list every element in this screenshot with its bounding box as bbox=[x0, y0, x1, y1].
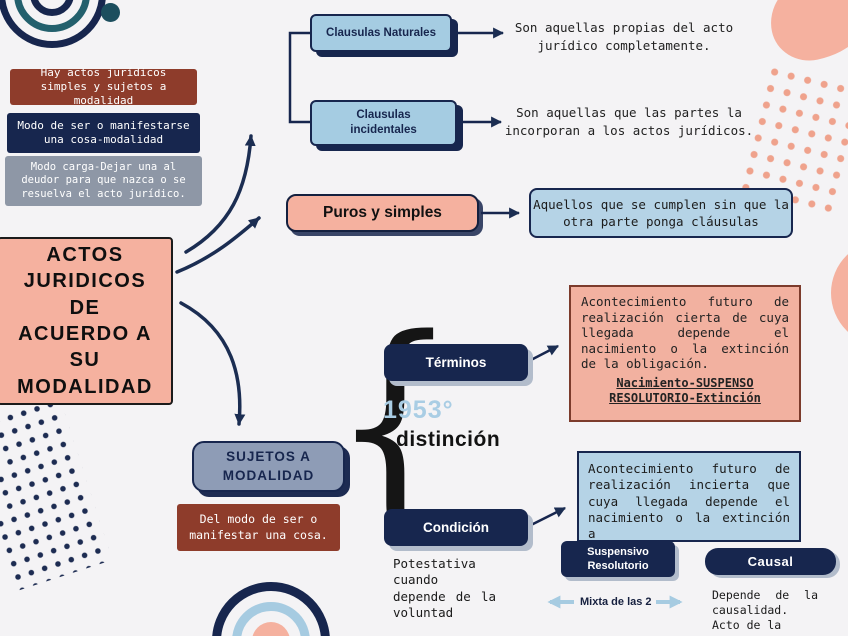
note-text: Hay actos jurídicos simples y sujetos a … bbox=[40, 65, 167, 108]
distincion-label: distinción bbox=[396, 428, 501, 451]
label-mixta: Mixta de las 2 bbox=[580, 596, 652, 608]
main-title-line: DE bbox=[69, 296, 101, 319]
note-text: Modo carga-Dejar una al deudor para que … bbox=[21, 160, 186, 200]
note-text: Modo de ser o manifestarse una cosa-moda… bbox=[17, 118, 190, 146]
node-terminos: Términos bbox=[384, 344, 528, 381]
note-causal: Depende de la causalidad. Acto de la bbox=[712, 588, 818, 632]
desc-text: Acontecimiento futuro de realización cie… bbox=[581, 294, 789, 371]
main-title-line: JURIDICOS bbox=[23, 270, 147, 293]
note-text: Del modo de ser o manifestar una cosa. bbox=[189, 511, 328, 542]
arrow-terminos-desc bbox=[528, 344, 559, 363]
arrow-condicion-desc bbox=[528, 506, 566, 528]
rings-decoration-bottom-center bbox=[252, 622, 290, 636]
arrow-main-to-puros bbox=[175, 216, 261, 274]
note-potestativa: Potestativa cuando depende de la volunta… bbox=[393, 556, 496, 620]
node-condicion: Condición bbox=[384, 509, 528, 546]
blob-decoration-top-right bbox=[762, 0, 848, 68]
main-title-line: MODALIDAD bbox=[17, 375, 153, 398]
node-causal: Causal bbox=[705, 548, 836, 575]
main-title-line: ACTOS bbox=[46, 243, 124, 266]
desc-condicion-box: Acontecimiento futuro de realización inc… bbox=[577, 451, 801, 542]
node-suspensivo-resolutorio: Suspensivo Resolutorio bbox=[561, 541, 675, 577]
main-title-line: ACUERDO A bbox=[18, 323, 152, 345]
desc-clausulas-incidentales: Son aquellas que las partes la incorpora… bbox=[504, 105, 754, 138]
year-label: 1953° bbox=[383, 396, 454, 424]
node-label: Clausulas Naturales bbox=[326, 27, 436, 39]
node-label: Condición bbox=[423, 520, 489, 535]
node-label: Causal bbox=[747, 554, 794, 569]
node-label: Términos bbox=[425, 355, 487, 370]
node-sujetos-a-modalidad: SUJETOS A MODALIDAD bbox=[192, 441, 345, 492]
note-actos-simples: Hay actos jurídicos simples y sujetos a … bbox=[10, 66, 197, 107]
circle-decoration-right-edge bbox=[831, 240, 848, 346]
dots-pattern-bottom-left bbox=[0, 394, 113, 592]
note-modo-carga: Modo carga-Dejar una al deudor para que … bbox=[5, 156, 202, 206]
node-clausulas-naturales: Clausulas Naturales bbox=[310, 14, 452, 52]
note-del-modo-de-ser: Del modo de ser o manifestar una cosa. bbox=[177, 504, 340, 551]
note-modo-de-ser: Modo de ser o manifestarse una cosa-moda… bbox=[7, 113, 200, 153]
desc-text: Aquellos que se cumplen sin que la otra … bbox=[533, 196, 789, 230]
node-clausulas-incidentales: Clausulas incidentales bbox=[310, 100, 457, 146]
node-label: Puros y simples bbox=[323, 204, 442, 221]
desc-text: Acontecimiento futuro de realización inc… bbox=[588, 461, 790, 541]
bracket-clausulas bbox=[288, 31, 310, 124]
node-label: Clausulas incidentales bbox=[350, 109, 417, 136]
node-label: Suspensivo Resolutorio bbox=[587, 545, 649, 572]
main-topic-node: ACTOS JURIDICOS DE ACUERDO A SU MODALIDA… bbox=[0, 237, 173, 405]
desc-terminos-box: Acontecimiento futuro de realización cie… bbox=[569, 285, 801, 422]
circle-decoration-top-left bbox=[101, 3, 120, 22]
desc-clausulas-naturales: Son aquellas propias del acto jurídico c… bbox=[514, 20, 734, 53]
node-label: SUJETOS A MODALIDAD bbox=[222, 448, 315, 483]
arrow-main-to-sujetos bbox=[179, 301, 246, 426]
main-title-line: SU bbox=[69, 349, 101, 372]
desc-subtext-underlined: Nacimiento-SUSPENSO RESOLUTORIO-Extinció… bbox=[609, 375, 761, 405]
node-puros-y-simples: Puros y simples bbox=[286, 194, 479, 232]
desc-puros-y-simples: Aquellos que se cumplen sin que la otra … bbox=[529, 188, 793, 238]
